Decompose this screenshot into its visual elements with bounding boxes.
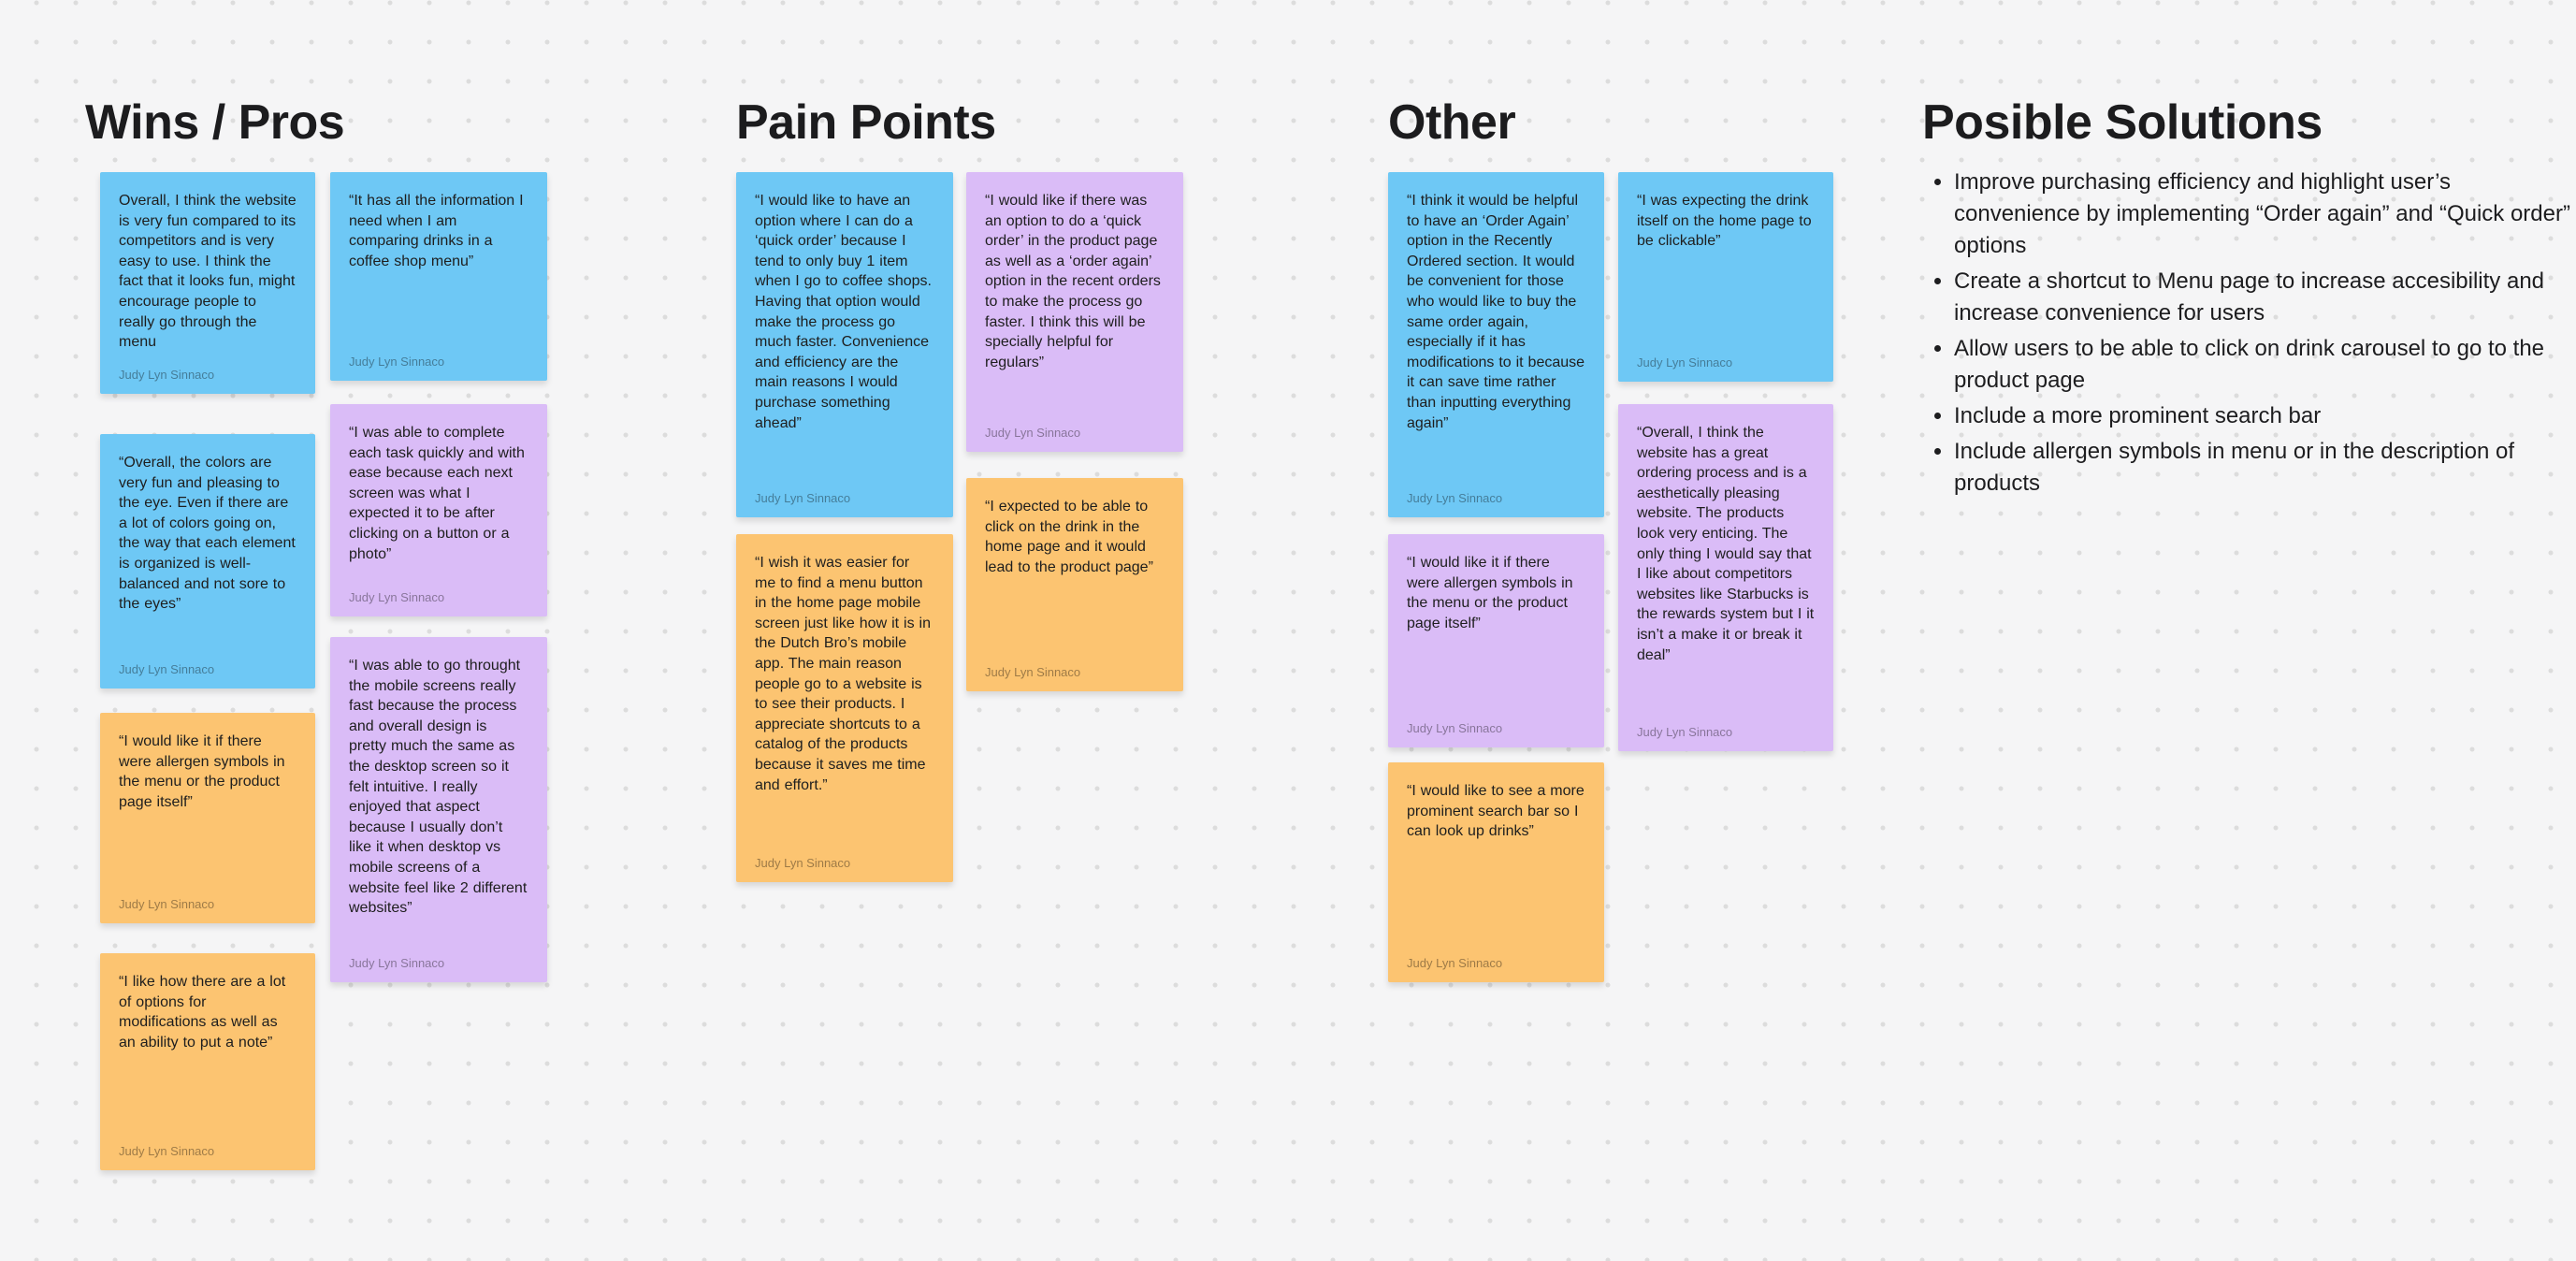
sticky-note-author: Judy Lyn Sinnaco	[119, 662, 215, 676]
sticky-note-author: Judy Lyn Sinnaco	[755, 856, 851, 870]
sticky-note[interactable]: “I would like it if there were allergen …	[100, 713, 315, 923]
sticky-note-author: Judy Lyn Sinnaco	[1407, 721, 1503, 735]
column-title-other[interactable]: Other	[1388, 95, 1516, 150]
solutions-bullet-list: Improve purchasing efficiency and highli…	[1922, 167, 2576, 500]
sticky-note-text: “I wish it was easier for me to find a m…	[755, 555, 931, 793]
sticky-note-text: “I would like it if there were allergen …	[119, 733, 285, 810]
sticky-note-text: “I think it would be helpful to have an …	[1407, 193, 1585, 431]
sticky-note[interactable]: “I was able to go throught the mobile sc…	[330, 637, 547, 982]
sticky-note[interactable]: “I like how there are a lot of options f…	[100, 953, 315, 1170]
sticky-note[interactable]: “I think it would be helpful to have an …	[1388, 172, 1604, 517]
sticky-note[interactable]: “I would like it if there were allergen …	[1388, 534, 1604, 747]
sticky-note-author: Judy Lyn Sinnaco	[985, 665, 1081, 679]
sticky-note[interactable]: “I was able to complete each task quickl…	[330, 404, 547, 616]
sticky-note-author: Judy Lyn Sinnaco	[119, 368, 215, 382]
sticky-note-text: “I would like to have an option where I …	[755, 193, 932, 431]
sticky-note-text: “I like how there are a lot of options f…	[119, 974, 286, 1051]
sticky-note-text: “I would like if there was an option to …	[985, 193, 1161, 370]
sticky-note-author: Judy Lyn Sinnaco	[119, 1144, 215, 1158]
sticky-note-text: Overall, I think the website is very fun…	[119, 193, 297, 351]
sticky-note[interactable]: “I would like to see a more prominent se…	[1388, 762, 1604, 982]
sticky-note-text: “Overall, the colors are very fun and pl…	[119, 455, 296, 613]
sticky-note-text: “Overall, I think the website has a grea…	[1637, 425, 1815, 663]
sticky-note-author: Judy Lyn Sinnaco	[1407, 491, 1503, 505]
sticky-note[interactable]: Overall, I think the website is very fun…	[100, 172, 315, 394]
sticky-note-text: “It has all the information I need when …	[349, 193, 524, 269]
sticky-note[interactable]: “Overall, I think the website has a grea…	[1618, 404, 1833, 751]
sticky-note-author: Judy Lyn Sinnaco	[349, 956, 445, 970]
sticky-note-author: Judy Lyn Sinnaco	[985, 426, 1081, 440]
sticky-note-text: “I expected to be able to click on the d…	[985, 499, 1153, 575]
sticky-note-author: Judy Lyn Sinnaco	[755, 491, 851, 505]
solution-item: Include a more prominent search bar	[1954, 400, 2576, 432]
sticky-note[interactable]: “Overall, the colors are very fun and pl…	[100, 434, 315, 688]
sticky-note[interactable]: “It has all the information I need when …	[330, 172, 547, 381]
sticky-note-author: Judy Lyn Sinnaco	[349, 355, 445, 369]
sticky-note-text: “I would like to see a more prominent se…	[1407, 783, 1585, 840]
sticky-note-text: “I would like it if there were allergen …	[1407, 555, 1573, 631]
solution-item: Create a shortcut to Menu page to increa…	[1954, 266, 2576, 329]
sticky-note-text: “I was able to complete each task quickl…	[349, 425, 525, 562]
sticky-note[interactable]: “I would like to have an option where I …	[736, 172, 953, 517]
sticky-note[interactable]: “I would like if there was an option to …	[966, 172, 1183, 452]
sticky-note-text: “I was expecting the drink itself on the…	[1637, 193, 1812, 250]
sticky-note-author: Judy Lyn Sinnaco	[1407, 956, 1503, 970]
solution-item: Allow users to be able to click on drink…	[1954, 333, 2576, 397]
sticky-note-author: Judy Lyn Sinnaco	[1637, 355, 1733, 370]
sticky-note[interactable]: “I was expecting the drink itself on the…	[1618, 172, 1833, 382]
sticky-note-author: Judy Lyn Sinnaco	[119, 897, 215, 911]
column-title-pain-points[interactable]: Pain Points	[736, 95, 996, 150]
column-title-posible-solutions[interactable]: Posible Solutions	[1922, 95, 2323, 150]
solutions-text-block[interactable]: Improve purchasing efficiency and highli…	[1922, 167, 2576, 503]
solution-item: Improve purchasing efficiency and highli…	[1954, 167, 2576, 262]
sticky-note-author: Judy Lyn Sinnaco	[1637, 725, 1733, 739]
solution-item: Include allergen symbols in menu or in t…	[1954, 436, 2576, 500]
sticky-note[interactable]: “I expected to be able to click on the d…	[966, 478, 1183, 691]
sticky-note-author: Judy Lyn Sinnaco	[349, 590, 445, 604]
column-title-wins-pros[interactable]: Wins / Pros	[85, 95, 345, 150]
sticky-note-text: “I was able to go throught the mobile sc…	[349, 658, 528, 917]
sticky-note[interactable]: “I wish it was easier for me to find a m…	[736, 534, 953, 882]
